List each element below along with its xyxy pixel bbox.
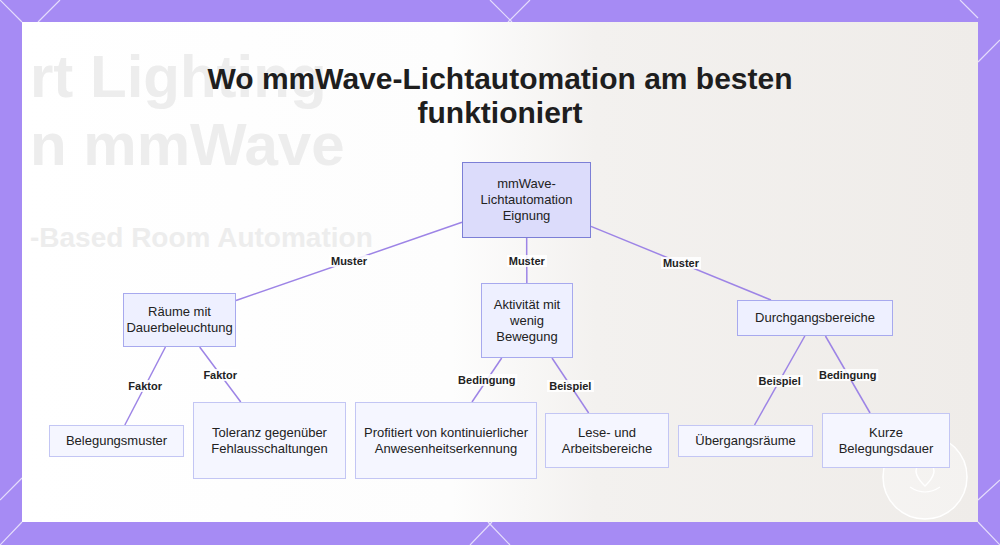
edge-label: Faktor (126, 380, 164, 392)
edge-label: Bedingung (817, 369, 878, 381)
edge-label: Beispiel (547, 380, 593, 392)
node-text: Übergangsräume (695, 433, 795, 449)
node-text: Durchgangsbereiche (755, 310, 875, 326)
connector (755, 336, 805, 425)
connector (591, 226, 771, 300)
diagram-title: Wo mmWave-Lichtautomation am besten funk… (150, 62, 850, 130)
edge-label: Bedingung (456, 374, 517, 386)
connector (125, 347, 166, 425)
connector (200, 347, 241, 402)
detail-box: Übergangsräume (678, 425, 813, 457)
edge-label: Faktor (201, 369, 239, 381)
category-box: Aktivität mit wenig Bewegung (481, 283, 573, 358)
node-text: Lese- und Arbeitsbereiche (552, 425, 662, 457)
category-box: Räume mit Dauerbeleuchtung (123, 293, 236, 347)
edge-label: Muster (661, 257, 701, 269)
node-text: Toleranz gegenüber Fehlausschaltungen (200, 425, 339, 457)
node-text: Profitiert von kontinuierlicher Anwesenh… (362, 425, 530, 457)
detail-box: Lese- und Arbeitsbereiche (545, 413, 669, 468)
edge-label: Beispiel (757, 375, 803, 387)
detail-box: Profitiert von kontinuierlicher Anwesenh… (355, 402, 537, 479)
root-box: mmWave-Lichtautomation Eignung (462, 162, 591, 238)
edge-label: Muster (329, 255, 369, 267)
detail-box: Toleranz gegenüber Fehlausschaltungen (193, 402, 346, 479)
detail-box: Kurze Belegungsdauer (822, 413, 950, 468)
node-text: mmWave-Lichtautomation Eignung (469, 176, 584, 224)
edge-label: Muster (507, 255, 547, 267)
watermark-text: n mmWave (30, 110, 345, 179)
node-text: Kurze Belegungsdauer (829, 425, 943, 457)
watermark-text: -Based Room Automation (30, 222, 373, 254)
node-text: Belegungsmuster (66, 433, 167, 449)
node-text: Räume mit Dauerbeleuchtung (126, 304, 232, 336)
category-box: Durchgangsbereiche (737, 300, 893, 336)
detail-box: Belegungsmuster (49, 425, 184, 457)
node-text: Aktivität mit wenig Bewegung (488, 297, 566, 345)
